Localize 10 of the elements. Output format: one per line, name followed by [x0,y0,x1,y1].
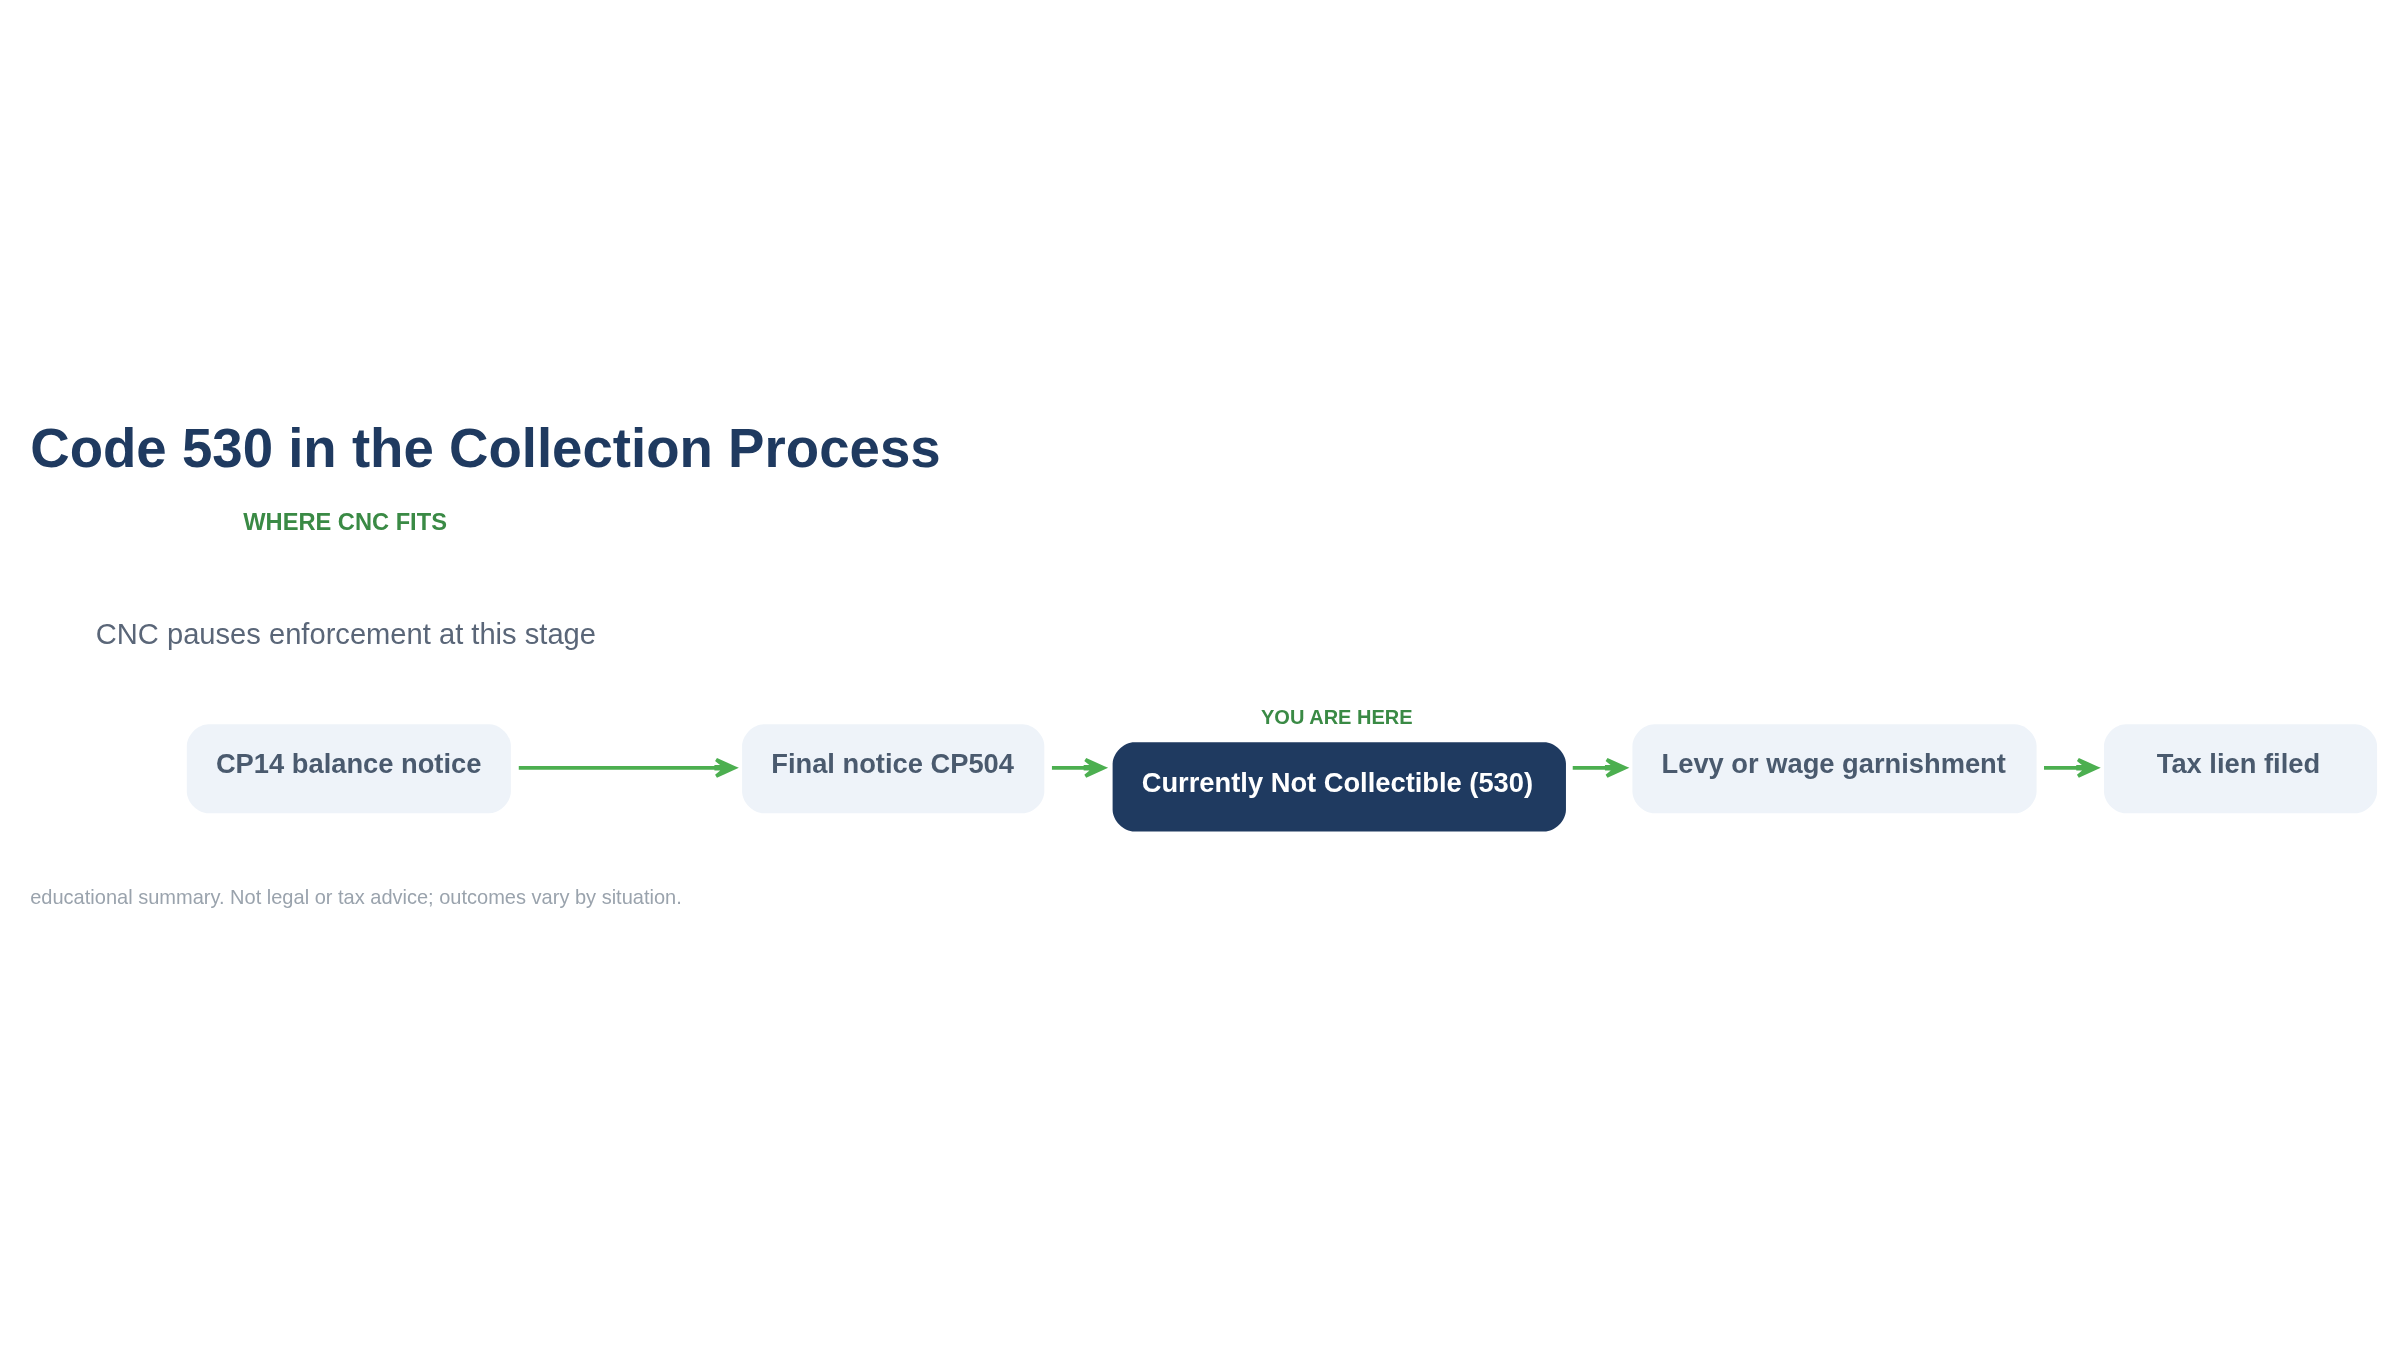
node-label: YOU ARE HERE [1260,705,1413,728]
label: educational summary. Not legal or tax advice; outcomes vary by situation. [30,886,682,909]
label: WHERE CNC FITS [243,509,447,536]
diagram-title: Code 530 in the Collection Process [30,418,941,480]
arrow [2044,757,2099,778]
label: CNC pauses enforcement at this stage [95,617,596,650]
arrow [1051,757,1106,778]
arrow [518,757,737,778]
node-box: Currently Not Collectible (530) [1112,742,1566,832]
arrow [1572,757,1627,778]
